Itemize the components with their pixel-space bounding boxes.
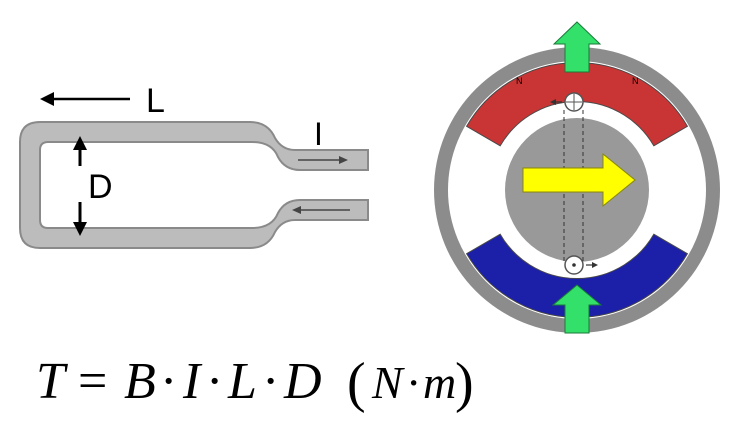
current-loop-diagram: L I D <box>19 82 369 249</box>
coil-sides <box>563 110 584 262</box>
north-pole-magnet <box>465 62 689 147</box>
unit-dot: · <box>406 357 421 408</box>
width-arrow-up <box>73 136 87 166</box>
formula-lhs: T <box>36 353 68 410</box>
unit-paren-open: ( <box>347 352 366 414</box>
formula-term-l: L <box>227 353 257 410</box>
unit-paren-close: ) <box>455 352 474 414</box>
width-arrow-down <box>73 202 87 236</box>
formula-dot-3: · <box>262 353 279 410</box>
label-current: I <box>314 116 323 152</box>
loop-conductor <box>19 121 369 249</box>
unit-n: N <box>371 357 405 408</box>
force-arrow-bottom <box>551 284 603 334</box>
pole-label-right: N <box>632 76 639 86</box>
label-length: L <box>146 82 165 120</box>
torque-formula: T = B · I · L · D ( N · m ) <box>36 352 474 414</box>
force-arrow-up <box>552 21 602 73</box>
south-pole-magnet <box>465 233 689 318</box>
current-arrow-out <box>298 156 348 164</box>
rotor-field-arrow <box>522 152 636 208</box>
motor-diagram: N N <box>434 21 720 334</box>
length-arrow <box>40 92 130 106</box>
formula-term-i: I <box>182 353 203 410</box>
current-arrow-in <box>292 206 350 214</box>
formula-equals: = <box>78 353 107 410</box>
formula-term-b: B <box>124 353 156 410</box>
formula-dot-2: · <box>206 353 223 410</box>
label-width: D <box>88 168 113 206</box>
formula-dot-1: · <box>160 353 177 410</box>
formula-term-d: D <box>283 353 322 410</box>
pole-label-left: N <box>516 76 523 86</box>
unit-m: m <box>423 357 456 408</box>
conductor-bottom <box>564 255 598 275</box>
conductor-top <box>550 92 584 112</box>
